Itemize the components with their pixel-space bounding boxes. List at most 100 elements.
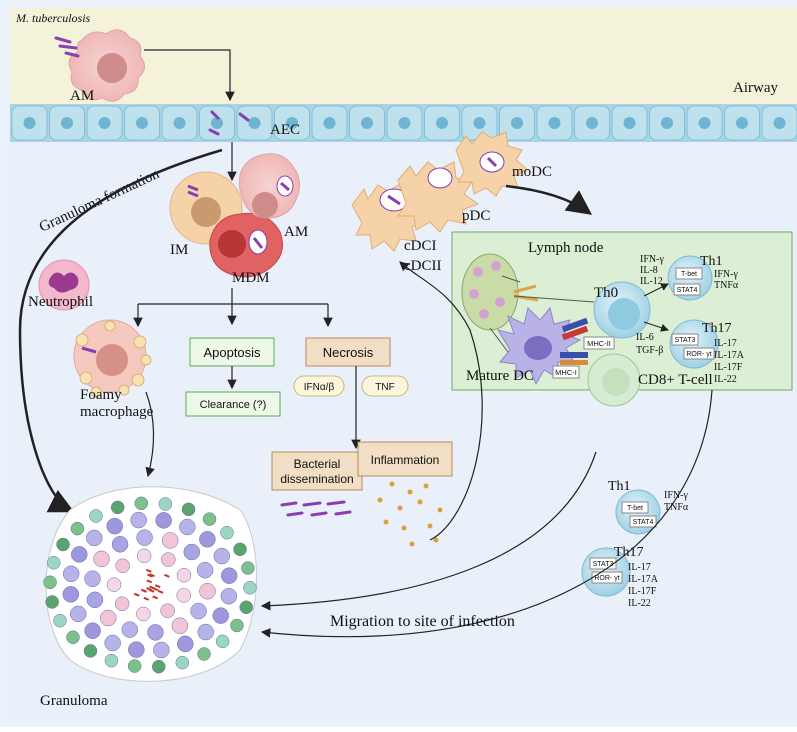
granuloma-cell xyxy=(44,576,57,589)
epithelial-nucleus xyxy=(549,117,561,129)
granuloma-cell xyxy=(156,512,172,528)
granuloma-cell xyxy=(177,568,191,582)
granuloma-cell xyxy=(214,548,230,564)
bacterial-label-2: dissemination xyxy=(280,472,353,486)
inflammation-label: Inflammation xyxy=(371,453,440,467)
granuloma-cell xyxy=(179,519,195,535)
granuloma-cell xyxy=(128,660,141,673)
granuloma-cell xyxy=(147,624,163,640)
granuloma-cell xyxy=(200,583,216,599)
granuloma-structure xyxy=(44,487,257,682)
th17-site-cyt-2: IL-17A xyxy=(628,574,659,585)
granuloma-cell xyxy=(63,566,79,582)
epithelium-layer xyxy=(10,104,797,142)
th17-ln-label: Th17 xyxy=(702,321,732,336)
granuloma-cell xyxy=(128,642,144,658)
granuloma-cell xyxy=(71,522,84,535)
granuloma-cell xyxy=(116,559,130,573)
granuloma-cell xyxy=(162,532,178,548)
epithelial-nucleus xyxy=(174,117,186,129)
cdci-label: cDCI xyxy=(404,238,437,254)
granuloma-cell xyxy=(131,512,147,528)
tbet-site-label: T-bet xyxy=(627,505,643,512)
granuloma-cell xyxy=(53,614,66,627)
epithelial-nucleus xyxy=(474,117,486,129)
lymph-node-label: Lymph node xyxy=(528,240,604,256)
granuloma-cell xyxy=(93,551,109,567)
granuloma-cell xyxy=(241,562,254,575)
rorgt-ln-label: ROR- γt xyxy=(686,351,711,358)
th17-ln-cyt-3: IL-17F xyxy=(714,362,743,373)
granuloma-cell xyxy=(152,660,165,673)
granuloma-cell xyxy=(161,604,175,618)
granuloma-cell xyxy=(47,556,60,569)
pathogen-label: M. tuberculosis xyxy=(15,11,91,25)
th0-cyt-bottom-2: TGF-β xyxy=(636,345,663,356)
th1-site-label: Th1 xyxy=(608,479,631,494)
granuloma-cell xyxy=(84,571,100,587)
pdc-label: pDC xyxy=(462,208,490,224)
epithelial-nucleus xyxy=(99,117,111,129)
granuloma-cell xyxy=(112,536,128,552)
granuloma-cell xyxy=(198,648,211,661)
granuloma-cell xyxy=(191,603,207,619)
th17-site-cyt-1: IL-17 xyxy=(628,562,651,573)
stat4-ln-label: STAT4 xyxy=(677,287,698,294)
cd8-label: CD8+ T-cell xyxy=(638,372,713,388)
granuloma-cell xyxy=(182,503,195,516)
th17-site-cyt-4: IL-22 xyxy=(628,598,651,609)
epithelial-nucleus xyxy=(24,117,36,129)
stat3-ln-label: STAT3 xyxy=(675,337,696,344)
granuloma-cell xyxy=(221,568,237,584)
th17-ln-cyt-2: IL-17A xyxy=(714,350,745,361)
granuloma-cell xyxy=(240,601,253,614)
neutrophil-label: Neutrophil xyxy=(28,294,93,310)
granuloma-cell xyxy=(70,606,86,622)
mhc-ii-label: MHC-II xyxy=(587,339,611,348)
epithelial-nucleus xyxy=(774,117,786,129)
th0-cyt-top-3: IL-12 xyxy=(640,276,663,287)
granuloma-cell xyxy=(107,518,123,534)
granuloma-cell xyxy=(100,610,116,626)
tnf-label: TNF xyxy=(375,382,394,393)
granuloma-cell xyxy=(71,546,87,562)
granuloma-cell xyxy=(221,526,234,539)
epithelial-nucleus xyxy=(661,117,673,129)
granuloma-cell xyxy=(213,608,229,624)
epithelial-nucleus xyxy=(436,117,448,129)
granuloma-cell xyxy=(172,618,188,634)
necrosis-label: Necrosis xyxy=(323,345,374,360)
granuloma-cell xyxy=(84,644,97,657)
am-cluster-cell xyxy=(239,154,299,218)
granuloma-cell xyxy=(234,543,247,556)
granuloma-cell xyxy=(176,656,189,669)
granuloma-cell xyxy=(105,654,118,667)
mdm-label: MDM xyxy=(232,270,270,286)
th1-ln-cyt-2: TNFα xyxy=(714,280,739,291)
im-label: IM xyxy=(170,242,188,258)
granuloma-label: Granuloma xyxy=(40,693,108,709)
rorgt-site-label: ROR- γt xyxy=(594,575,619,582)
epithelial-nucleus xyxy=(136,117,148,129)
epithelial-nucleus xyxy=(324,117,336,129)
granuloma-cell xyxy=(177,636,193,652)
granuloma-cell xyxy=(230,619,243,632)
granuloma-cell xyxy=(137,549,151,563)
granuloma-cell xyxy=(63,586,79,602)
epithelial-nucleus xyxy=(511,117,523,129)
granuloma-cell xyxy=(243,581,256,594)
granuloma-cell xyxy=(216,635,229,648)
granuloma-cell xyxy=(89,509,102,522)
epithelial-nucleus xyxy=(736,117,748,129)
bacterial-label-1: Bacterial xyxy=(294,457,341,471)
granuloma-cell xyxy=(159,497,172,510)
granuloma-cell xyxy=(107,578,121,592)
granuloma-cell xyxy=(115,597,129,611)
foamy-label-2: macrophage xyxy=(80,404,154,420)
granuloma-cell xyxy=(199,531,215,547)
modc-label: moDC xyxy=(512,164,552,180)
migration-label: Migration to site of infection xyxy=(330,613,515,630)
am-cluster-label: AM xyxy=(284,224,308,240)
mhc-i-label: MHC-I xyxy=(555,368,577,377)
granuloma-cell xyxy=(105,635,121,651)
